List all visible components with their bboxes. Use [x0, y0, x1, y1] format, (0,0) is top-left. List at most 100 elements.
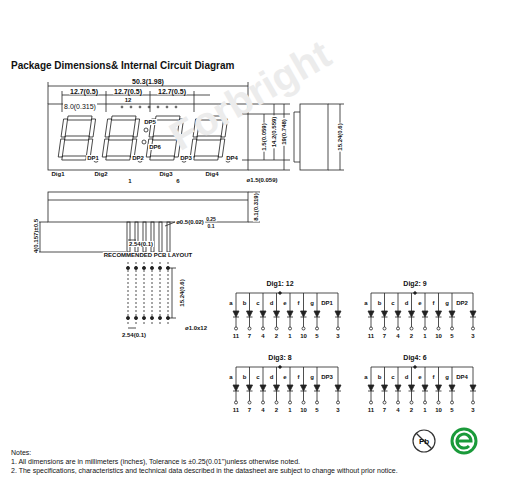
- drawing-stroke: [452, 317, 453, 327]
- drawing-stroke: [398, 367, 399, 385]
- pin: [167, 222, 170, 252]
- pcb-hole: [158, 266, 161, 269]
- drawing-stroke: [411, 391, 412, 401]
- drawing-stroke: [168, 262, 169, 324]
- led-diode: [422, 311, 428, 317]
- drawing-stroke: [398, 317, 399, 327]
- pin-terminal: [370, 327, 373, 330]
- drawing-stroke: [89, 119, 96, 137]
- led-diode: [314, 311, 320, 317]
- dimension-label: 12: [124, 97, 133, 103]
- drawing-stroke: [398, 391, 399, 401]
- drawing-stroke: [236, 317, 237, 327]
- dimension-label: 4(0.157)±0.5: [33, 218, 39, 254]
- pcb-hole: [134, 266, 137, 269]
- drawing-stroke: [384, 367, 385, 385]
- dimension-label: c: [255, 374, 260, 380]
- dimension-label: 12.7(0.5): [113, 88, 143, 95]
- drawing-stroke: [249, 293, 250, 311]
- led-diode: [449, 385, 455, 391]
- dimension-label: DP3: [320, 374, 334, 380]
- colon-dot: [142, 140, 146, 144]
- pin-terminal: [289, 401, 292, 404]
- drawing-stroke: [290, 391, 291, 401]
- pin-terminal: [337, 327, 340, 330]
- dimension-label: e: [282, 300, 287, 306]
- led-diode: [368, 311, 374, 317]
- drawing-stroke: [61, 119, 68, 137]
- common-anode: [236, 367, 338, 368]
- dimension-label: a: [363, 374, 368, 380]
- pin-terminal: [316, 401, 319, 404]
- drawing-stroke: [160, 262, 161, 324]
- drawing-stroke: [317, 293, 318, 311]
- drawing-stroke: [414, 366, 417, 369]
- pin-terminal: [275, 401, 278, 404]
- dimension-label: 4: [260, 333, 265, 339]
- pin-terminal: [383, 401, 386, 404]
- dimension-label: f: [432, 300, 436, 306]
- common-anode: [371, 367, 473, 368]
- led-diode: [247, 311, 253, 317]
- pin-terminal: [472, 327, 475, 330]
- dimension-label: c: [390, 374, 395, 380]
- dimension-label: 15.24(0.6): [179, 278, 185, 307]
- common-anode: [371, 293, 473, 294]
- dimension-label: a: [363, 300, 368, 306]
- dimension-label: DP3: [179, 155, 193, 161]
- pcb-hole: [134, 316, 137, 319]
- pin-terminal: [410, 327, 413, 330]
- dimension-label: 1.5(0.059): [261, 122, 267, 151]
- dimension-label: 50.3(1.98): [131, 78, 165, 85]
- drawing-stroke: [317, 367, 318, 385]
- led-diode: [368, 385, 374, 391]
- drawing-stroke: [438, 317, 439, 327]
- dimension-label: f: [297, 374, 301, 380]
- drawing-stroke: [338, 367, 339, 385]
- led-diode: [287, 311, 293, 317]
- drawing-stroke: [102, 139, 109, 157]
- common-anode: [236, 293, 338, 294]
- drawing-stroke: [452, 293, 453, 311]
- dimension-label: c: [255, 300, 260, 306]
- drawing-stroke: [425, 317, 426, 327]
- drawing-stroke: [263, 367, 264, 385]
- pin-terminal: [337, 401, 340, 404]
- side-view: [300, 104, 328, 170]
- bottom-view: [48, 192, 248, 222]
- pin-terminal: [289, 327, 292, 330]
- dimension-label: 10: [299, 407, 308, 413]
- dimension-label: 11: [367, 407, 375, 413]
- led-diode: [382, 311, 388, 317]
- drawing-stroke: [371, 317, 372, 327]
- dimension-label: Dig4: 6: [402, 354, 427, 361]
- drawing-stroke: [136, 262, 137, 324]
- drawing-stroke: [371, 293, 372, 311]
- drawing-stroke: [290, 367, 291, 385]
- drawing-stroke: [133, 119, 140, 137]
- drawing-stroke: [303, 317, 304, 327]
- drawing-stroke: [384, 293, 385, 311]
- drawing-stroke: [371, 367, 372, 385]
- led-diode: [395, 385, 401, 391]
- pb-free-logo: [413, 430, 435, 452]
- drawing-stroke: [263, 391, 264, 401]
- drawing-stroke: [152, 262, 153, 324]
- led-diode: [470, 311, 476, 317]
- pin-terminal: [302, 401, 305, 404]
- drawing-stroke: [249, 317, 250, 327]
- dimension-label: Dig1: 12: [265, 280, 294, 287]
- note-text: Pb: [418, 438, 430, 446]
- pin-terminal: [472, 401, 475, 404]
- dimension-label: 4: [395, 333, 400, 339]
- drawing-stroke: [425, 391, 426, 401]
- pin: [159, 222, 162, 252]
- pin-terminal: [437, 327, 440, 330]
- dimension-label: 1: [287, 407, 292, 413]
- drawing-stroke: [128, 262, 129, 324]
- dimension-label: 1: [287, 333, 292, 339]
- pin-terminal: [262, 327, 265, 330]
- drawing-stroke: [473, 367, 474, 385]
- dimension-label: ø0.5(0.02): [175, 219, 205, 225]
- dimension-label: DP4: [455, 374, 469, 380]
